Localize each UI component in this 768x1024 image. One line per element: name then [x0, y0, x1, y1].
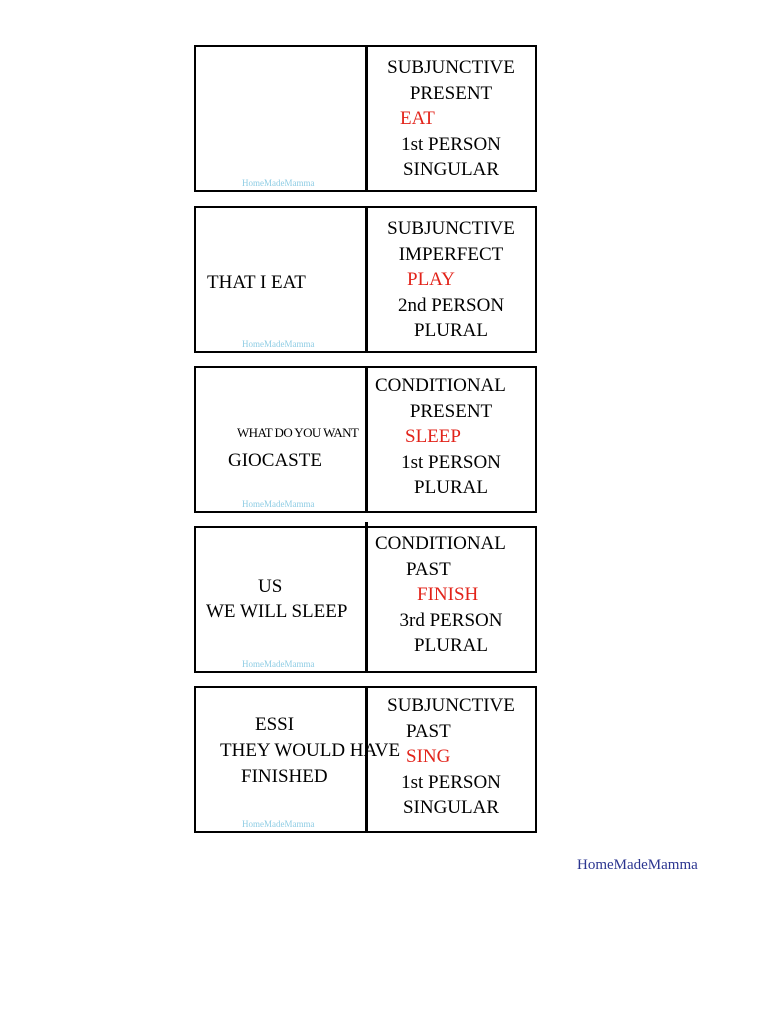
verb-label: SING — [406, 746, 451, 768]
card-answer: SUBJUNCTIVE PRESENT EAT 1st PERSON SINGU… — [367, 55, 535, 183]
card-divider — [365, 206, 368, 353]
mood-label: SUBJUNCTIVE — [387, 57, 515, 78]
card-divider — [365, 366, 368, 513]
flashcard-3: WHAT DO YOU WANT GIOCASTE CONDITIONAL PR… — [194, 366, 537, 513]
card-divider — [365, 522, 368, 673]
flashcard-4: US WE WILL SLEEP CONDITIONAL PAST FINISH… — [194, 522, 537, 673]
card-prompt-line: THEY WOULD HAVE — [220, 740, 401, 761]
watermark: HomeMadeMamma — [242, 339, 315, 349]
card-prompt-line: FINISHED — [241, 766, 328, 787]
card-answer: SUBJUNCTIVE IMPERFECT PLAY 2nd PERSON PL… — [367, 216, 535, 344]
card-prompt-line: GIOCASTE — [228, 450, 322, 471]
watermark: HomeMadeMamma — [242, 819, 315, 829]
mood-label: CONDITIONAL — [375, 375, 506, 396]
tense-label: PRESENT — [409, 82, 493, 104]
mood-label: SUBJUNCTIVE — [387, 695, 515, 716]
watermark: HomeMadeMamma — [242, 178, 315, 188]
card-divider — [365, 686, 368, 833]
mood-label: SUBJUNCTIVE — [387, 218, 515, 239]
card-answer: CONDITIONAL PRESENT SLEEP 1st PERSON PLU… — [367, 373, 535, 501]
number-label: PLURAL — [414, 320, 488, 342]
number-label: PLURAL — [414, 635, 488, 657]
flashcard-5: ESSI THEY WOULD HAVE FINISHED SUBJUNCTIV… — [194, 686, 537, 833]
verb-label: SLEEP — [405, 426, 461, 448]
tense-label: PRESENT — [409, 400, 493, 422]
person-label: 1st PERSON — [401, 133, 501, 155]
mood-label: CONDITIONAL — [375, 533, 506, 554]
card-prompt-line: WE WILL SLEEP — [206, 601, 348, 622]
verb-label: FINISH — [417, 584, 479, 606]
watermark: HomeMadeMamma — [242, 659, 315, 669]
flashcard-1: SUBJUNCTIVE PRESENT EAT 1st PERSON SINGU… — [194, 45, 537, 192]
person-label: 1st PERSON — [401, 451, 501, 473]
card-answer: SUBJUNCTIVE PAST SING 1st PERSON SINGULA… — [367, 693, 535, 821]
person-label: 1st PERSON — [401, 771, 501, 793]
person-label: 2nd PERSON — [397, 294, 505, 316]
card-prompt-line: ESSI — [255, 714, 295, 735]
watermark: HomeMadeMamma — [242, 499, 315, 509]
person-label: 3rd PERSON — [399, 609, 503, 631]
card-divider — [365, 45, 368, 192]
number-label: PLURAL — [414, 477, 488, 499]
verb-label: EAT — [400, 108, 435, 130]
card-answer: CONDITIONAL PAST FINISH 3rd PERSON PLURA… — [367, 531, 535, 659]
tense-label: PAST — [406, 558, 451, 580]
flashcard-2: THAT I EAT SUBJUNCTIVE IMPERFECT PLAY 2n… — [194, 206, 537, 353]
verb-label: PLAY — [407, 269, 455, 291]
card-prompt-line: WHAT DO YOU WANT — [237, 425, 359, 440]
tense-label: IMPERFECT — [398, 243, 504, 265]
tense-label: PAST — [406, 720, 451, 742]
number-label: SINGULAR — [402, 797, 500, 819]
footer-brand: HomeMadeMamma — [577, 857, 698, 873]
number-label: SINGULAR — [402, 159, 500, 181]
card-prompt-line: US — [258, 576, 283, 597]
card-prompt-line: THAT I EAT — [207, 272, 306, 293]
